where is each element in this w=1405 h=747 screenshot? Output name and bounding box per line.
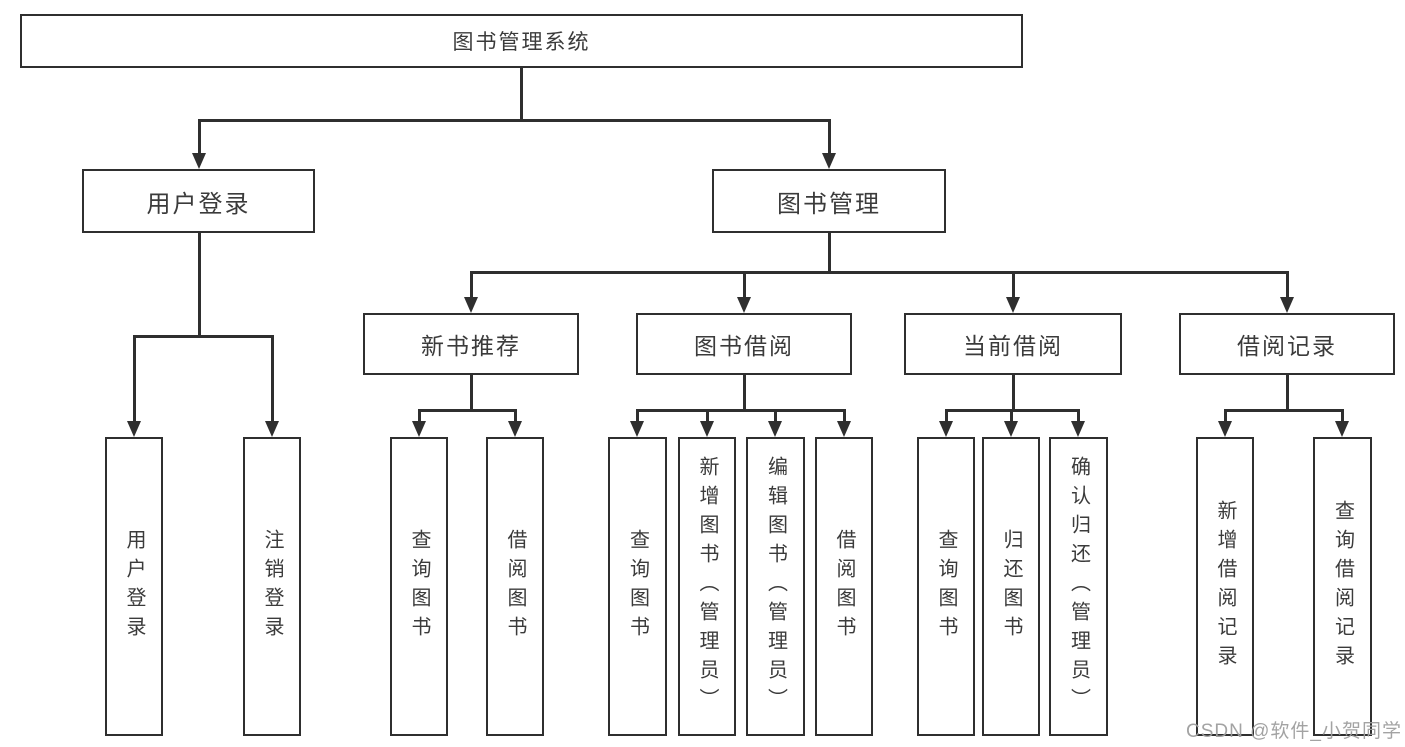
arrow-down-icon (700, 421, 714, 437)
arrow-down-icon (737, 297, 751, 313)
leaf-bb-add-books-admin-label: 新增图书（管理员） (696, 456, 718, 717)
connector-user-login-split (132, 334, 274, 338)
arrow-down-icon (768, 421, 782, 437)
leaf-cb-return-books: 归还图书 (982, 437, 1040, 736)
leaf-cb-query-books-label: 查询图书 (935, 528, 957, 645)
connector-leaf (773, 410, 777, 422)
connector-leaf (1340, 410, 1344, 422)
arrow-down-icon (1218, 421, 1232, 437)
leaf-br-query-record-label: 查询借阅记录 (1331, 499, 1354, 674)
leaf-rec-borrow-books: 借阅图书 (486, 437, 544, 736)
leaf-cb-return-books-label: 归还图书 (1000, 528, 1022, 645)
connector-to-leaf-login (132, 336, 136, 422)
leaf-bb-edit-books-admin-label: 编辑图书（管理员） (764, 456, 787, 717)
arrow-down-icon (822, 153, 836, 169)
connector-to-current-borrow (1011, 272, 1015, 298)
leaf-br-query-record: 查询借阅记录 (1313, 437, 1372, 736)
leaf-bb-query-books: 查询图书 (608, 437, 667, 736)
connector-borrowing-records-stem (1285, 375, 1289, 410)
node-borrowing-records: 借阅记录 (1179, 313, 1395, 375)
node-current-borrowing-label: 当前借阅 (963, 333, 1063, 359)
connector-leaf (1223, 410, 1227, 422)
leaf-bb-query-books-label: 查询图书 (626, 528, 649, 645)
csdn-watermark: CSDN @软件_小贺同学 (1186, 721, 1402, 742)
node-user-login-branch: 用户登录 (82, 169, 315, 233)
connector-to-book-mgmt (827, 120, 831, 154)
connector-to-new-book-rec (469, 272, 473, 298)
node-current-borrowing: 当前借阅 (904, 313, 1122, 375)
leaf-rec-query-books-label: 查询图书 (408, 528, 430, 645)
connector-leaf (842, 410, 846, 422)
connector-root-stem (519, 68, 523, 120)
connector-leaf (635, 410, 639, 422)
leaf-bb-borrow-books-label: 借阅图书 (833, 528, 855, 645)
connector-new-book-rec-stem (469, 375, 473, 410)
leaf-logout: 注销登录 (243, 437, 301, 736)
connector-borrowing-records-split (1223, 408, 1344, 412)
connector-user-login-stem (197, 233, 201, 336)
leaf-rec-borrow-books-label: 借阅图书 (504, 528, 526, 645)
connector-root-split (197, 118, 831, 122)
leaf-rec-query-books: 查询图书 (390, 437, 448, 736)
arrow-down-icon (127, 421, 141, 437)
arrow-down-icon (412, 421, 426, 437)
arrow-down-icon (1071, 421, 1085, 437)
leaf-br-add-record: 新增借阅记录 (1196, 437, 1254, 736)
leaf-bb-borrow-books: 借阅图书 (815, 437, 873, 736)
leaf-bb-edit-books-admin: 编辑图书（管理员） (746, 437, 805, 736)
arrow-down-icon (1335, 421, 1349, 437)
arrow-down-icon (1280, 297, 1294, 313)
leaf-logout-label: 注销登录 (261, 528, 283, 645)
arrow-down-icon (837, 421, 851, 437)
leaf-cb-query-books: 查询图书 (917, 437, 975, 736)
connector-leaf (1009, 410, 1013, 422)
connector-current-borrowing-stem (1011, 375, 1015, 410)
leaf-cb-confirm-return-admin-label: 确认归还（管理员） (1067, 456, 1090, 717)
connector-leaf (513, 410, 517, 422)
arrow-down-icon (508, 421, 522, 437)
node-root-label: 图书管理系统 (452, 31, 591, 54)
arrow-down-icon (939, 421, 953, 437)
connector-book-borrowing-stem (742, 375, 746, 410)
node-book-borrowing-label: 图书借阅 (694, 333, 794, 359)
arrow-down-icon (192, 153, 206, 169)
connector-new-book-rec-split (417, 408, 517, 412)
connector-leaf (417, 410, 421, 422)
connector-leaf (944, 410, 948, 422)
arrow-down-icon (630, 421, 644, 437)
connector-book-mgmt-split (469, 270, 1289, 274)
connector-leaf (1076, 410, 1080, 422)
node-new-book-recommendation: 新书推荐 (363, 313, 579, 375)
node-borrowing-records-label: 借阅记录 (1237, 333, 1337, 359)
connector-book-mgmt-stem (827, 233, 831, 272)
arrow-down-icon (464, 297, 478, 313)
node-book-management-branch: 图书管理 (712, 169, 946, 233)
leaf-bb-add-books-admin: 新增图书（管理员） (678, 437, 736, 736)
connector-to-borrow-records (1285, 272, 1289, 298)
arrow-down-icon (1004, 421, 1018, 437)
arrow-down-icon (265, 421, 279, 437)
leaf-user-login: 用户登录 (105, 437, 163, 736)
node-user-login-label: 用户登录 (146, 190, 251, 218)
node-book-management-label: 图书管理 (777, 190, 881, 218)
leaf-br-add-record-label: 新增借阅记录 (1214, 499, 1236, 674)
connector-to-leaf-logout (270, 336, 274, 422)
arrow-down-icon (1006, 297, 1020, 313)
node-root: 图书管理系统 (20, 14, 1023, 68)
connector-book-borrowing-split (635, 408, 846, 412)
connector-to-user-login (197, 120, 201, 154)
node-new-book-recommendation-label: 新书推荐 (421, 333, 521, 359)
connector-leaf (705, 410, 709, 422)
node-book-borrowing: 图书借阅 (636, 313, 852, 375)
connector-to-book-borrow (742, 272, 746, 298)
leaf-cb-confirm-return-admin: 确认归还（管理员） (1049, 437, 1108, 736)
leaf-user-login-label: 用户登录 (123, 528, 145, 645)
